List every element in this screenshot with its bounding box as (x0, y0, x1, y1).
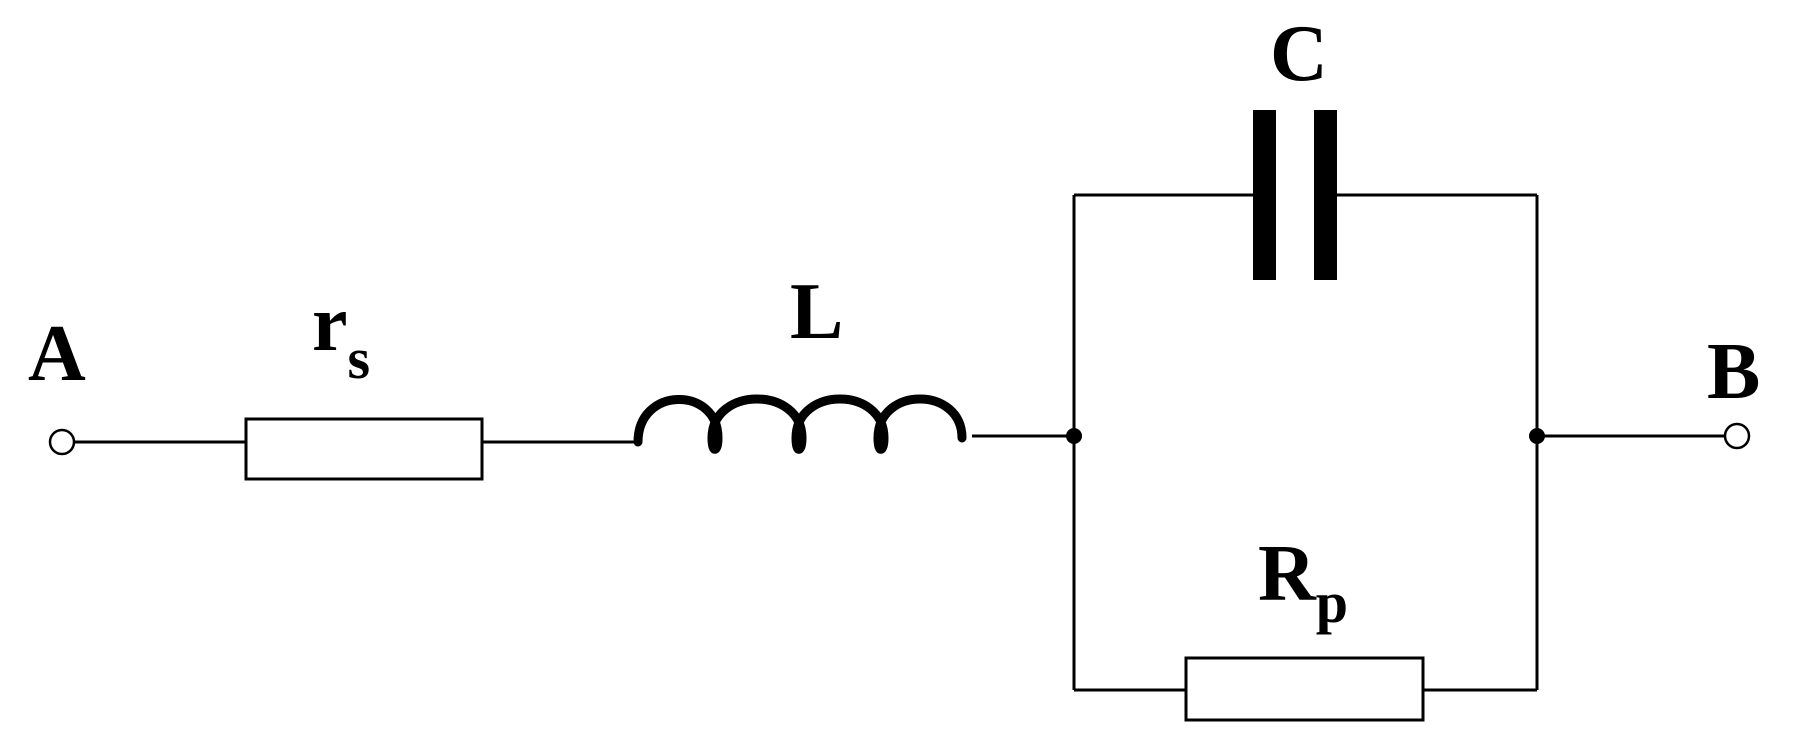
capacitor-plate-left (1253, 110, 1276, 280)
terminal-b (1723, 422, 1751, 450)
junction-left (1066, 428, 1082, 444)
label-inductor: L (790, 268, 843, 356)
inductor-coil (633, 394, 967, 454)
label-series-resistor: rs (312, 280, 370, 391)
parallel-resistor-body (1184, 656, 1425, 722)
label-parallel-resistor-subscript: p (1316, 570, 1348, 635)
capacitor-plate-right (1314, 110, 1337, 280)
label-series-resistor-subscript: s (348, 326, 371, 391)
label-series-resistor-symbol: r (312, 280, 348, 368)
label-b: B (1707, 328, 1760, 416)
label-a: A (28, 310, 86, 398)
label-parallel-resistor: Rp (1258, 530, 1348, 635)
terminal-a (48, 428, 76, 456)
label-capacitor: C (1270, 10, 1328, 98)
capacitor-symbol (1253, 110, 1337, 280)
label-parallel-resistor-symbol: R (1258, 530, 1317, 618)
junction-right (1529, 428, 1545, 444)
series-resistor-body (244, 417, 484, 481)
